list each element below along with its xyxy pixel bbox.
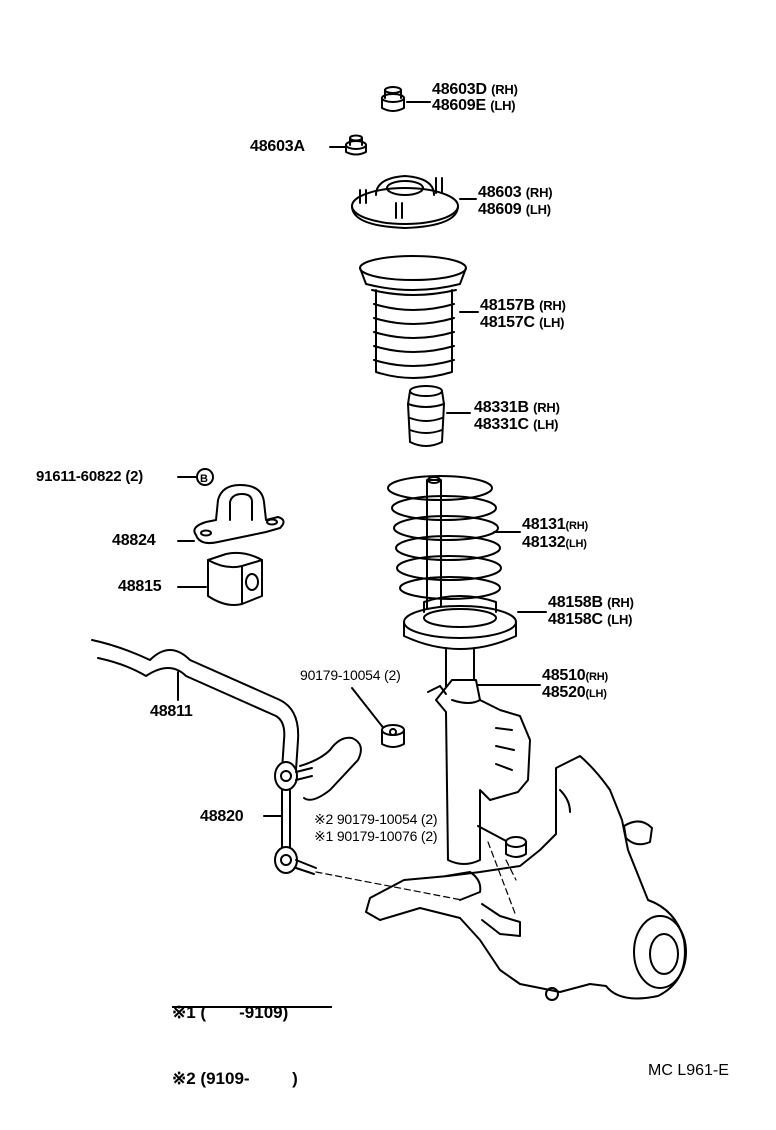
label-48609E: 48609E (LH) bbox=[432, 97, 516, 114]
label-48603A: 48603A bbox=[250, 138, 305, 155]
legend-underline bbox=[172, 1006, 332, 1008]
nut-90179-lower-drawing bbox=[478, 826, 526, 857]
spring-seat-48158-drawing bbox=[404, 596, 546, 649]
label-48820: 48820 bbox=[200, 808, 244, 825]
stabilizer-link-48820-drawing bbox=[264, 738, 361, 874]
strut-mount-48603-drawing bbox=[352, 176, 476, 228]
label-48603: 48603 (RH) bbox=[478, 184, 553, 201]
bolt-91611-marker: B bbox=[178, 469, 213, 485]
label-91611-60822: 91611-60822 (2) bbox=[36, 468, 144, 485]
steering-knuckle-drawing bbox=[366, 756, 686, 1000]
nut-48603A-drawing bbox=[330, 136, 366, 155]
bolt-marker-text: B bbox=[200, 473, 208, 485]
label-90179-10054-lower: ※2 90179-10054 (2) bbox=[314, 811, 438, 827]
label-48331C: 48331C (LH) bbox=[474, 416, 559, 433]
stabilizer-bar-48811-drawing bbox=[92, 640, 298, 770]
shock-absorber-48510-drawing bbox=[428, 648, 540, 864]
applicability-legend: ※1 ( -9109) ※2 (9109- ) bbox=[172, 958, 298, 1112]
label-90179-10054-upper: 90179-10054 (2) bbox=[300, 667, 401, 683]
legend-line-2: ※2 (9109- ) bbox=[172, 1069, 298, 1088]
label-48157C: 48157C (LH) bbox=[480, 314, 565, 331]
bump-stopper-48331-drawing bbox=[408, 386, 470, 446]
label-48157B: 48157B (RH) bbox=[480, 297, 566, 314]
label-48520: 48520(LH) bbox=[542, 684, 607, 701]
nut-48603D-drawing bbox=[382, 87, 430, 111]
label-48158C: 48158C (LH) bbox=[548, 611, 633, 628]
label-48158B: 48158B (RH) bbox=[548, 594, 634, 611]
label-48815: 48815 bbox=[118, 578, 162, 595]
label-48824: 48824 bbox=[112, 532, 156, 549]
dust-boot-48157-drawing bbox=[360, 256, 478, 378]
figure-code: MC L961-E bbox=[648, 1062, 729, 1079]
stabilizer-bushing-48815-drawing bbox=[178, 553, 262, 605]
assembly-guide-lines bbox=[316, 842, 516, 916]
label-90179-10076: ※1 90179-10076 (2) bbox=[314, 828, 438, 844]
label-48609: 48609 (LH) bbox=[478, 201, 551, 218]
label-48132: 48132(LH) bbox=[522, 534, 587, 551]
label-48603D: 48603D (RH) bbox=[432, 81, 518, 98]
stabilizer-bracket-48824-drawing bbox=[178, 485, 284, 543]
label-48510: 48510(RH) bbox=[542, 667, 608, 684]
label-48331B: 48331B (RH) bbox=[474, 399, 560, 416]
nut-90179-upper-drawing bbox=[352, 688, 404, 747]
coil-spring-48131-drawing bbox=[388, 476, 520, 620]
label-48131: 48131(RH) bbox=[522, 516, 588, 533]
label-48811: 48811 bbox=[150, 703, 193, 720]
